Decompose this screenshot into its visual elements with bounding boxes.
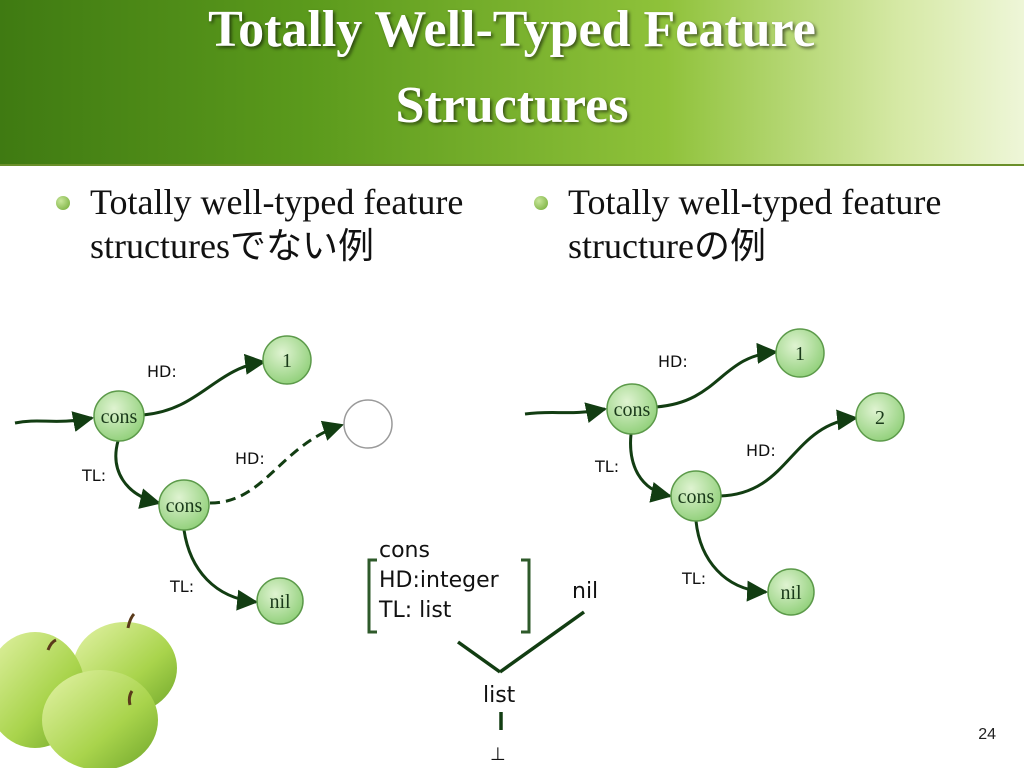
avm-hd: HD:integer	[379, 568, 499, 593]
left-edge-hd-top	[142, 353, 267, 417]
page-number: 24	[978, 726, 996, 743]
right-node-two	[855, 392, 905, 442]
left-edge-label-tl1: TL:	[81, 466, 106, 485]
left-edge-tl2	[182, 529, 259, 611]
right-node-cons2	[670, 470, 722, 522]
right-node-two-label: 2	[875, 407, 885, 429]
right-edge-tl1	[629, 433, 673, 503]
left-edge-label-tl2: TL:	[169, 577, 194, 596]
avm-brackets	[367, 558, 531, 634]
left-node-cons2-label: cons	[166, 495, 203, 517]
bullet-right: Totally well-typed feature structureの例	[534, 180, 988, 268]
bullet-dot-icon	[56, 196, 70, 210]
right-node-cons1-label: cons	[614, 399, 651, 421]
slide-title-line2: Structures	[395, 77, 629, 134]
right-edge-hd2	[719, 409, 859, 498]
right-node-nil	[767, 568, 815, 616]
hierarchy-nil: nil	[572, 579, 598, 604]
apples-image	[0, 612, 177, 768]
left-node-cons1	[93, 390, 145, 442]
left-edge-input	[14, 411, 95, 432]
right-edge-hd-top	[655, 342, 779, 409]
right-node-one-label: 1	[795, 343, 805, 365]
right-edge-label-hd2: HD:	[746, 441, 776, 460]
hierarchy-bottom: ⊥	[490, 744, 506, 765]
right-node-cons2-label: cons	[678, 486, 715, 508]
left-node-one	[262, 335, 312, 385]
right-edge-label-tl1: TL:	[594, 457, 619, 476]
hierarchy-lines	[456, 610, 586, 730]
left-node-one-label: 1	[282, 350, 292, 372]
title-banner	[0, 0, 1024, 166]
hierarchy-list: list	[483, 683, 516, 708]
left-node-empty	[343, 399, 393, 449]
right-edge-label-hd-top: HD:	[658, 352, 688, 371]
left-node-cons1-label: cons	[101, 406, 138, 428]
avm-tl: TL: list	[379, 598, 452, 623]
left-edge-label-hd-top: HD:	[147, 362, 177, 381]
right-edge-tl2	[694, 520, 769, 602]
slide-title-line1: Totally Well-Typed Feature	[208, 1, 816, 58]
bullet-right-text: Totally well-typed feature structureの例	[568, 182, 942, 266]
left-edge-tl1	[114, 440, 162, 509]
right-node-one	[775, 328, 825, 378]
avm-type: cons	[379, 538, 430, 563]
bullet-left: Totally well-typed feature structuresでない…	[56, 180, 510, 268]
right-node-nil-label: nil	[780, 582, 802, 604]
bullet-dot-icon	[534, 196, 548, 210]
right-node-cons1	[606, 383, 658, 435]
left-node-cons2	[158, 479, 210, 531]
right-edge-label-tl2: TL:	[681, 569, 706, 588]
left-edge-hd-dashed	[209, 420, 344, 505]
left-edge-label-hd-dashed: HD:	[235, 449, 265, 468]
left-node-nil	[256, 577, 304, 625]
left-node-nil-label: nil	[269, 591, 291, 613]
right-edge-input	[524, 402, 608, 423]
bullet-left-text: Totally well-typed feature structuresでない…	[90, 182, 464, 266]
